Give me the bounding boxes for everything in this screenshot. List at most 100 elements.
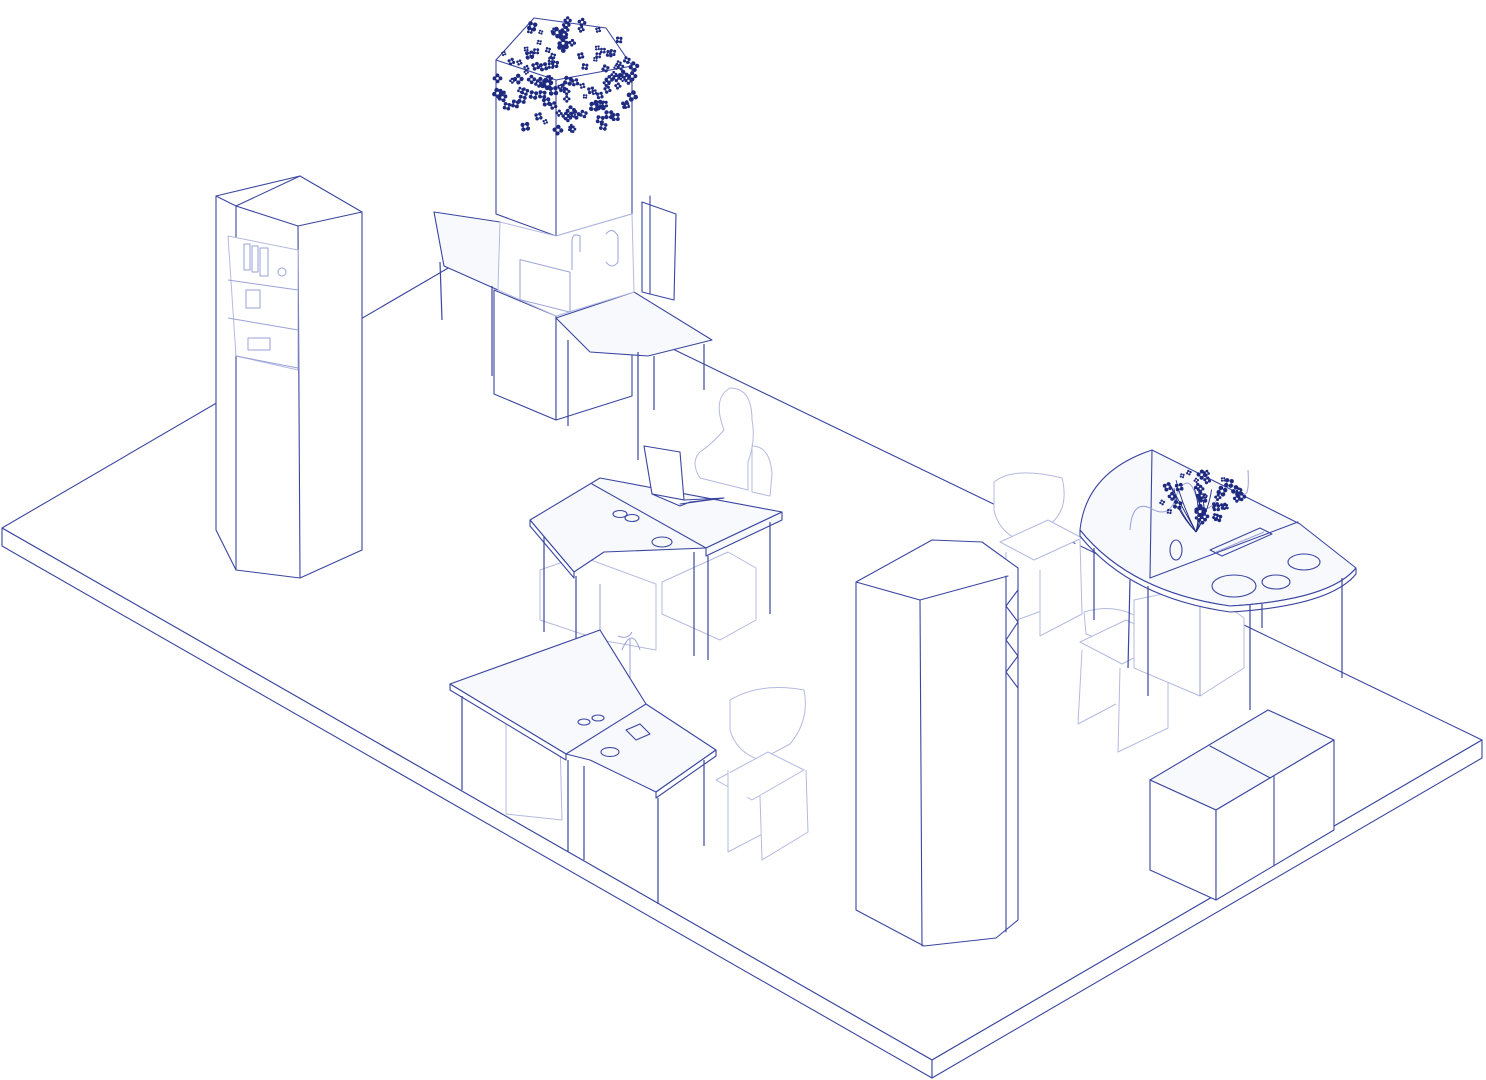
flower-blossom [563, 75, 573, 86]
flower-blossom [577, 52, 585, 60]
flower-blossom [615, 36, 623, 44]
flower-blossom [609, 49, 617, 57]
flower-blossom [604, 75, 614, 85]
flower-blossom [1162, 482, 1173, 492]
flower-blossom [520, 121, 531, 132]
front-desk-group [449, 629, 717, 904]
flower-blossom [1198, 492, 1206, 500]
flower-blossom [603, 85, 612, 94]
flower-blossom [517, 94, 527, 104]
flower-blossom [534, 79, 543, 88]
flower-blossom [542, 78, 554, 90]
flower-stem [1173, 488, 1197, 533]
flower-blossom [595, 26, 602, 33]
flower-blossom [599, 122, 608, 131]
flower-blossom [533, 48, 540, 55]
flower-blossom [1186, 469, 1192, 476]
flower-blossom [1159, 499, 1166, 506]
flower-blossom [570, 112, 577, 118]
flower-blossom [557, 84, 563, 90]
flower-blossom [526, 74, 537, 85]
flower-blossom [1196, 469, 1207, 480]
flower-blossom [547, 62, 555, 69]
flower-blossom [555, 109, 563, 117]
flower-blossom [1172, 500, 1183, 510]
flower-blossom [593, 56, 598, 62]
flower-blossom [542, 119, 549, 125]
flower-blossom [568, 38, 577, 47]
flower-blossom [545, 47, 551, 53]
flower-blossom [1179, 473, 1185, 479]
flower-blossom [1212, 513, 1219, 520]
flower-blossom [541, 97, 552, 107]
flower-blossom [596, 91, 604, 100]
flower-blossom [579, 82, 586, 89]
flower-blossom [1196, 484, 1205, 493]
flower-blossom [538, 90, 547, 99]
flower-vase-table [1159, 469, 1247, 533]
flower-blossom [1174, 482, 1184, 492]
flower-blossom [528, 90, 539, 100]
flower-blossom [1167, 491, 1177, 501]
flower-blossom [619, 76, 626, 83]
flower-blossom [547, 56, 554, 63]
planter-tower [433, 17, 713, 460]
flower-blossom [623, 56, 631, 64]
flower-blossom [563, 16, 572, 25]
bar-chair-front [715, 687, 809, 861]
flower-blossom [563, 95, 571, 103]
flower-blossom [501, 51, 507, 57]
flower-blossom [581, 63, 589, 71]
flower-blossom [507, 57, 516, 66]
flower-blossom [549, 52, 557, 60]
storage-cubes [1149, 709, 1335, 901]
flower-blossom [571, 78, 580, 87]
flower-blossom [520, 87, 530, 96]
flower-blossom [1203, 476, 1211, 485]
flower-blossom [614, 82, 622, 90]
flower-blossom [628, 61, 640, 73]
flower-blossom [601, 100, 609, 108]
flower-blossom [623, 102, 630, 109]
flower-blossom [1214, 493, 1222, 501]
flower-blossom [621, 71, 628, 79]
flower-blossom [626, 90, 638, 102]
flower-blossom [492, 73, 503, 84]
flower-blossom [548, 86, 559, 96]
flower-blossom [552, 124, 564, 136]
flower-blossom [1235, 487, 1243, 495]
flower-blossom [594, 45, 600, 51]
flower-blossom [534, 112, 543, 121]
flower-blossom [1212, 504, 1221, 512]
flower-blossom [551, 26, 563, 39]
flower-blossom [523, 46, 529, 52]
flower-blossom [569, 125, 577, 133]
center-desk-group [529, 387, 783, 660]
flower-blossom [548, 101, 558, 110]
flower-blossom [1222, 504, 1228, 510]
flower-blossom [559, 30, 569, 39]
flower-blossom [536, 39, 542, 46]
flower-blossom [604, 110, 614, 120]
flower-blossom [601, 64, 610, 73]
flower-blossom [627, 71, 638, 82]
flower-blossom [1216, 485, 1228, 497]
flower-cluster-tower [492, 16, 640, 136]
flower-blossom [1166, 508, 1173, 515]
flower-blossom [615, 60, 622, 67]
flower-blossom [1224, 478, 1234, 488]
flower-blossom [523, 69, 529, 75]
flower-blossom [527, 21, 538, 32]
flower-blossom [497, 92, 508, 103]
flower-blossom [1220, 477, 1226, 482]
flower-blossom [516, 59, 523, 66]
flower-blossom [582, 94, 588, 99]
flower-blossom [538, 29, 544, 35]
flower-blossom [1194, 506, 1206, 518]
flower-blossom [512, 73, 524, 85]
floor-platform [1, 252, 1483, 1079]
flower-blossom [589, 101, 599, 112]
flower-blossom [612, 73, 621, 83]
flower-blossom [539, 62, 549, 72]
